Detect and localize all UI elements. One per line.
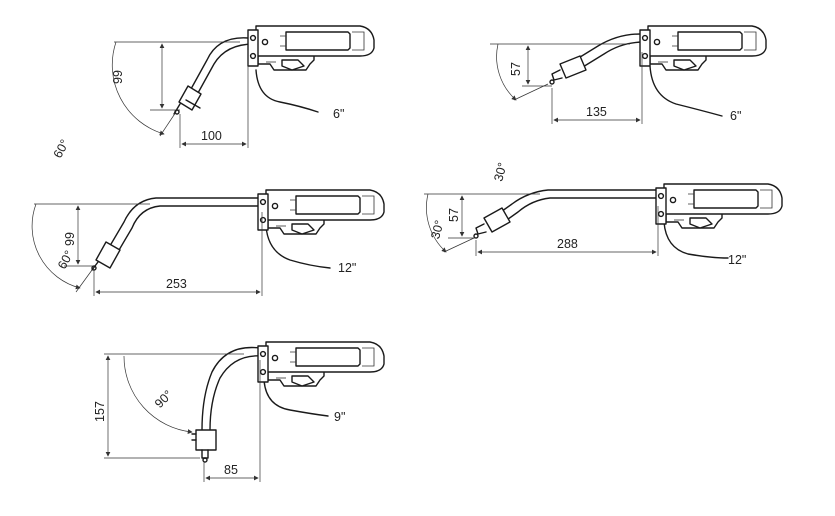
height-dimension-label: 99	[111, 70, 125, 84]
width-dimension-label: 288	[557, 237, 578, 251]
width-dimension-label: 100	[201, 129, 222, 143]
torch-length-label: 12"	[338, 261, 356, 275]
width-dimension-label: 253	[166, 277, 187, 291]
height-dimension-label: 157	[93, 401, 107, 422]
figure-torch-9-90: 157 90° 85 9"	[93, 341, 385, 482]
figure-torch-12-60: 99 60° 253 12"	[31, 189, 385, 296]
torch-length-label: 12"	[728, 253, 746, 267]
angle-dimension-label: 30°	[428, 219, 446, 241]
angle-dimension-label: 90°	[152, 388, 175, 411]
width-dimension-label: 85	[224, 463, 238, 477]
angle-dimension-label: 60°	[51, 137, 72, 160]
angle-dimension-label: 30°	[491, 161, 509, 183]
width-dimension-label: 135	[586, 105, 607, 119]
figure-torch-6-30: 57 30° 135 6"	[490, 25, 767, 183]
figure-torch-12-30: 57 30° 288 12"	[424, 183, 783, 267]
angle-dimension-label: 60°	[55, 248, 76, 271]
height-dimension-label: 57	[509, 62, 523, 76]
height-dimension-label: 57	[447, 208, 461, 222]
torch-length-label: 9"	[334, 410, 345, 424]
torch-length-label: 6"	[730, 109, 741, 123]
torch-length-label: 6"	[333, 107, 344, 121]
height-dimension-label: 99	[63, 232, 77, 246]
figure-torch-6-60: 99 60° 100 6"	[51, 25, 375, 160]
